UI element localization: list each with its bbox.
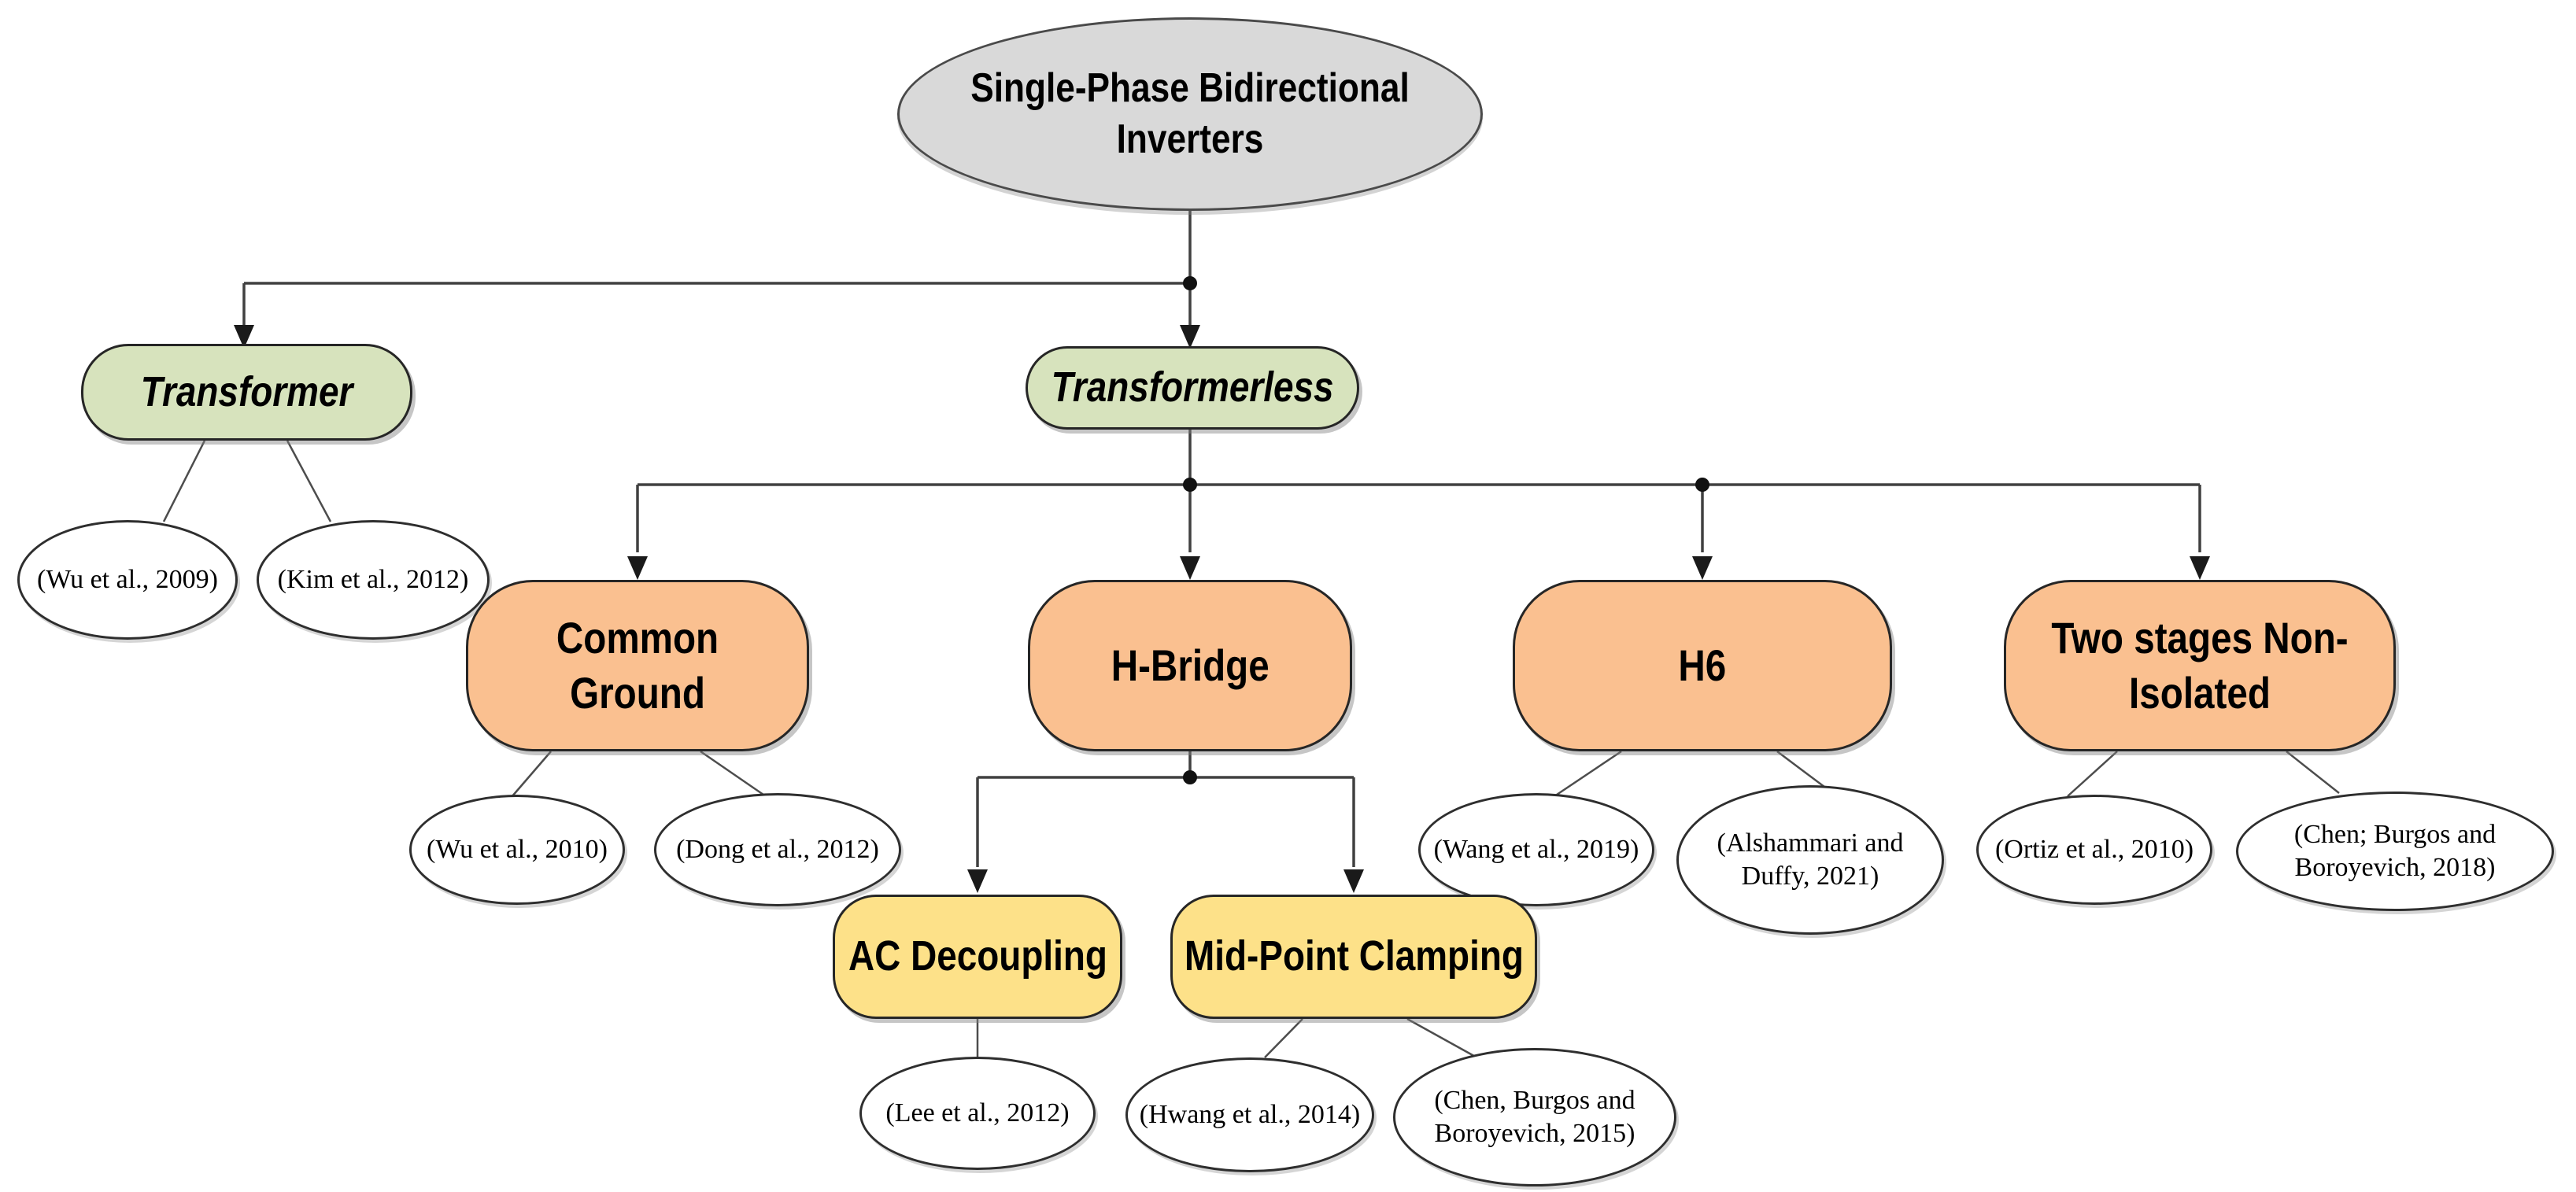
ac-decoupling-label: AC Decoupling	[848, 932, 1107, 980]
arrowhead-icon	[234, 325, 254, 349]
arrowhead-icon	[1343, 869, 1364, 893]
hbridge-to-level3-line	[976, 751, 1355, 867]
citation-chen-2015: (Chen, Burgos and Boroyevich, 2015)	[1393, 1048, 1676, 1186]
two-stages-label: Two stages Non-Isolated	[2051, 613, 2349, 718]
citation-label: (Chen; Burgos and Boroyevich, 2018)	[2293, 819, 2497, 883]
citation-wu-2009: (Wu et al., 2009)	[17, 520, 238, 640]
arrowhead-icon	[967, 869, 988, 893]
citation-ortiz-2010: (Ortiz et al., 2010)	[1976, 795, 2212, 905]
citation-label: (Chen, Burgos and Boroyevich, 2015)	[1434, 1085, 1635, 1149]
citation-label: (Dong et al., 2012)	[676, 834, 879, 864]
h6-citation-lines	[1554, 750, 1825, 798]
citation-dong-2012: (Dong et al., 2012)	[654, 793, 901, 906]
citation-alshammari-2021: (Alshammari and Duffy, 2021)	[1676, 785, 1944, 935]
node-mid-point-clamping: Mid-Point Clamping	[1170, 895, 1537, 1019]
junction-dot	[1183, 770, 1197, 784]
citation-label: (Wang et al., 2019)	[1433, 834, 1639, 864]
node-two-stages-non-isolated: Two stages Non-Isolated	[2004, 580, 2396, 751]
transformerless-label: Transformerless	[1051, 364, 1334, 411]
root-label: Single-Phase Bidirectional Inverters	[970, 65, 1410, 162]
node-h6: H6	[1513, 580, 1892, 751]
citation-label: (Hwang et al., 2014)	[1139, 1099, 1361, 1129]
citation-wu-2010: (Wu et al., 2010)	[409, 795, 625, 905]
node-transformerless: Transformerless	[1026, 346, 1359, 430]
node-root: Single-Phase Bidirectional Inverters	[897, 17, 1483, 211]
arrowhead-icon	[627, 556, 648, 580]
h6-label: H6	[1678, 640, 1727, 690]
junction-dot	[1695, 478, 1709, 492]
citation-kim-2012: (Kim et al., 2012)	[257, 520, 490, 640]
root-to-level1-line	[242, 211, 1192, 334]
citation-label: (Alshammari and Duffy, 2021)	[1717, 828, 1904, 891]
arrowhead-icon	[1692, 556, 1713, 580]
two-stages-citation-lines	[2067, 751, 2340, 797]
node-transformer: Transformer	[81, 344, 412, 441]
transformer-citation-lines	[162, 440, 332, 522]
h-bridge-label: H-Bridge	[1111, 640, 1270, 690]
citation-wang-2019: (Wang et al., 2019)	[1418, 793, 1654, 906]
common-ground-label: Common Ground	[556, 613, 719, 718]
mid-point-citation-lines	[1264, 1017, 1480, 1061]
citation-label: (Wu et al., 2010)	[427, 834, 608, 864]
citation-chen-2018: (Chen; Burgos and Boroyevich, 2018)	[2236, 792, 2554, 911]
citation-label: (Ortiz et al., 2010)	[1994, 834, 2194, 864]
node-ac-decoupling: AC Decoupling	[833, 895, 1122, 1019]
transformer-label: Transformer	[140, 367, 353, 415]
arrowhead-icon	[2190, 556, 2210, 580]
citation-label: (Kim et al., 2012)	[277, 564, 469, 594]
transformerless-to-level2-line	[636, 430, 2201, 552]
arrowhead-icon	[1180, 325, 1200, 349]
citation-label: (Lee et al., 2012)	[885, 1098, 1070, 1127]
node-h-bridge: H-Bridge	[1028, 580, 1352, 751]
arrowhead-icon	[1180, 556, 1200, 580]
citation-label: (Wu et al., 2009)	[37, 564, 218, 594]
citation-hwang-2014: (Hwang et al., 2014)	[1125, 1057, 1374, 1172]
common-ground-citation-lines	[511, 750, 764, 798]
node-common-ground: Common Ground	[466, 580, 809, 751]
citation-lee-2012: (Lee et al., 2012)	[859, 1057, 1096, 1170]
junction-dot	[1183, 276, 1197, 290]
junction-dot	[1183, 478, 1197, 492]
mid-point-clamping-label: Mid-Point Clamping	[1184, 932, 1524, 980]
